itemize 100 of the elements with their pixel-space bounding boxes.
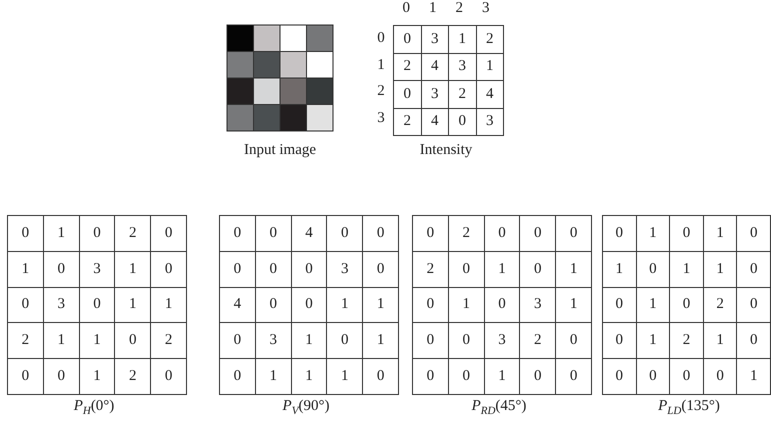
table-cell: 4	[421, 53, 448, 80]
table-cell: 4	[421, 108, 448, 136]
table-cell: 1	[326, 287, 363, 323]
column-header: 3	[481, 0, 490, 17]
table-cell: 0	[150, 216, 186, 252]
table-cell: 0	[412, 322, 448, 359]
table-cell: 0	[448, 108, 476, 136]
table-cell: 0	[291, 287, 327, 323]
table-cell: 3	[326, 251, 363, 288]
table-cell: 0	[220, 251, 256, 288]
table-cell: 0	[43, 251, 80, 288]
table-cell: 1	[326, 358, 363, 394]
table-cell: 1	[476, 53, 504, 80]
table-cell: 2	[394, 108, 421, 136]
table-cell: 1	[114, 251, 151, 288]
table-cell: 2	[448, 216, 484, 252]
table-cell: 0	[150, 251, 186, 288]
table-cell: 2	[114, 216, 151, 252]
row-header: 2	[376, 82, 386, 101]
table-cell: 1	[703, 251, 737, 288]
table-cell: 0	[8, 216, 44, 252]
table-cell: 2	[448, 80, 476, 108]
table-cell: 0	[220, 358, 256, 394]
table-cell: 2	[394, 53, 421, 80]
table-cell: 0	[736, 251, 770, 288]
table-cell: 2	[476, 26, 504, 53]
row-header: 0	[376, 29, 386, 48]
table-cell: 0	[556, 216, 592, 252]
table-cell: 0	[394, 80, 421, 108]
column-header: 2	[454, 0, 464, 17]
table-cell: 0	[556, 322, 592, 359]
image-caption: Input image	[244, 142, 316, 159]
table-cell: 1	[670, 251, 704, 288]
table-cell: 0	[484, 287, 520, 323]
table-cell: 0	[412, 358, 448, 394]
table-cell: 0	[326, 216, 363, 252]
table-cell: 1	[448, 287, 484, 323]
table-cell: 0	[670, 358, 704, 394]
table-cell: 1	[291, 358, 327, 394]
table-cell: 0	[8, 287, 44, 323]
table-cell: 0	[394, 26, 421, 53]
table-cell: 1	[362, 322, 398, 359]
table-cell: 1	[556, 287, 592, 323]
table-cell: 0	[150, 358, 186, 394]
table-cell: 0	[8, 358, 44, 394]
table-cell: 0	[362, 358, 398, 394]
column-header: 1	[428, 0, 438, 17]
table-cell: 0	[636, 251, 670, 288]
table-cell: 1	[484, 251, 520, 288]
table-cell: 1	[448, 26, 476, 53]
table-cell: 3	[43, 287, 80, 323]
matrix-caption: P$_{V}$(90°)	[282, 398, 330, 417]
table-cell: 3	[448, 53, 476, 80]
table-cell: 0	[602, 287, 636, 323]
table-cell: 0	[255, 251, 292, 288]
row-header: 3	[376, 108, 386, 128]
table-cell: 0	[602, 322, 636, 359]
table-cell: 0	[484, 216, 520, 252]
table-cell: 3	[255, 322, 292, 359]
table-cell: 3	[79, 251, 115, 288]
table-cell: 3	[421, 80, 448, 108]
table-cell: 1	[150, 287, 186, 323]
row-header: 1	[376, 56, 386, 74]
table-cell: 3	[476, 108, 504, 136]
table-cell: 0	[736, 322, 770, 359]
table-cell: 0	[412, 287, 448, 323]
table-cell: 0	[520, 358, 556, 394]
table-cell: 0	[362, 251, 398, 288]
table-cell: 0	[448, 322, 484, 359]
table-cell: 0	[448, 358, 484, 394]
table-cell: 2	[412, 251, 448, 288]
table-cell: 0	[326, 322, 363, 359]
table-cell: 3	[421, 26, 448, 53]
table-cell: 1	[636, 322, 670, 359]
table-cell: 3	[484, 322, 520, 359]
table-cell: 4	[476, 80, 504, 108]
table-caption: Intensity	[420, 142, 472, 159]
table-cell: 0	[114, 322, 151, 359]
table-cell: 1	[79, 358, 115, 394]
table-cell: 1	[636, 216, 670, 252]
table-cell: 3	[520, 287, 556, 323]
matrix-caption: P$_{H}$(0°)	[74, 398, 114, 417]
table-cell: 0	[220, 216, 256, 252]
table-cell: 0	[520, 216, 556, 252]
table-cell: 0	[520, 251, 556, 288]
table-cell: 2	[703, 287, 737, 323]
table-cell: 1	[43, 322, 80, 359]
table-cell: 4	[220, 287, 256, 323]
table-cell: 0	[556, 358, 592, 394]
table-cell: 0	[255, 287, 292, 323]
table-cell: 1	[291, 322, 327, 359]
table-cell: 1	[114, 287, 151, 323]
table-cell: 2	[150, 322, 186, 359]
table-cell: 1	[703, 216, 737, 252]
table-cell: 0	[255, 216, 292, 252]
table-cell: 1	[736, 358, 770, 394]
table-cell: 2	[8, 322, 44, 359]
table-cell: 1	[8, 251, 44, 288]
table-cell: 0	[412, 216, 448, 252]
table-cell: 4	[291, 216, 327, 252]
